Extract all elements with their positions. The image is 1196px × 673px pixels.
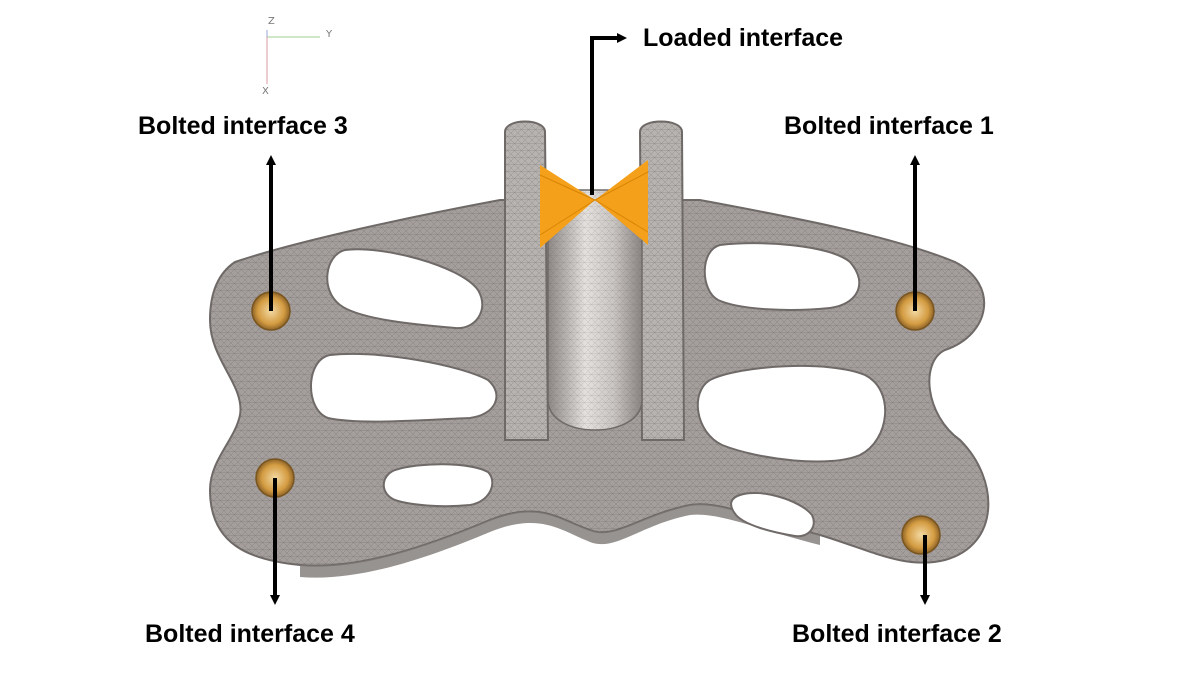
bolted-interface-2-label: Bolted interface 2 xyxy=(792,620,1002,648)
loaded-interface-label: Loaded interface xyxy=(643,24,844,52)
axis-y-label: Y xyxy=(326,29,333,40)
load-markers xyxy=(539,160,649,248)
bracket-part xyxy=(208,120,990,578)
callout-arrows xyxy=(266,33,930,605)
axis-triad xyxy=(266,30,320,84)
axis-z-label: Z xyxy=(268,16,275,27)
cutout-holes xyxy=(310,242,887,538)
arrow-loaded xyxy=(590,33,627,195)
bolted-interface-1-label: Bolted interface 1 xyxy=(784,112,994,140)
bolted-interface-4-label: Bolted interface 4 xyxy=(145,620,355,648)
bolted-interface-3-label: Bolted interface 3 xyxy=(138,112,348,140)
axis-x-label: X xyxy=(262,86,269,97)
bolt-2 xyxy=(901,515,941,555)
